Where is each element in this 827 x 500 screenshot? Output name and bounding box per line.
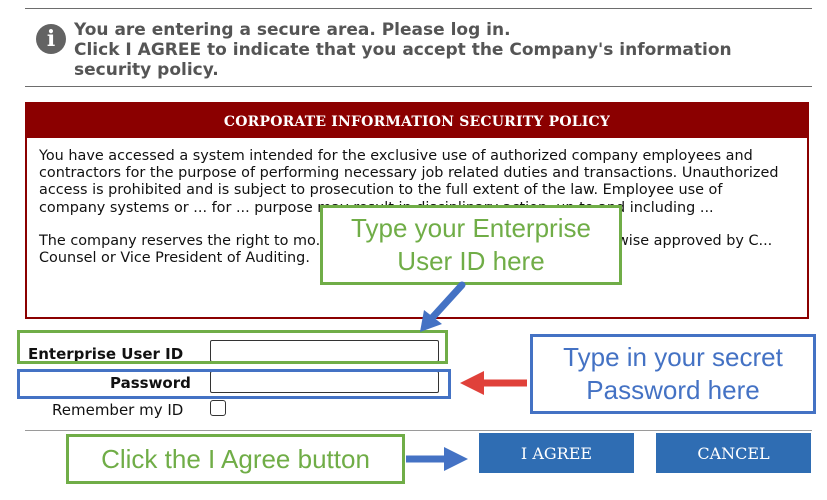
i-agree-button[interactable]: I AGREE [479,433,634,473]
password-label: Password [110,374,191,392]
policy-text: You have accessed a system intended for … [39,148,791,283]
info-icon: i [36,24,66,54]
password-callout-text: Type in your secret Password here [563,342,783,405]
policy-paragraph-1: You have accessed a system intended for … [39,148,779,216]
i-agree-arrow-icon [406,447,468,471]
notice-line-2: Click I AGREE to indicate that you accep… [74,40,732,80]
user-id-label: Enterprise User ID [28,345,184,363]
user-id-input[interactable] [210,340,439,362]
i-agree-callout: Click the I Agree button [66,434,405,484]
policy-title: CORPORATE INFORMATION SECURITY POLICY [27,104,807,138]
password-highlight-outline [17,369,451,399]
user-id-callout: Type your Enterprise User ID here [320,205,622,285]
top-divider [25,8,812,9]
i-agree-callout-text: Click the I Agree button [101,444,370,474]
user-id-callout-text: Type your Enterprise User ID here [351,213,591,276]
remember-my-id-checkbox[interactable] [210,400,226,416]
form-divider [25,430,812,431]
remember-my-id-label: Remember my ID [52,401,184,419]
cancel-button[interactable]: CANCEL [656,433,811,473]
notice-divider [25,86,812,87]
password-arrow-icon [460,371,527,395]
user-id-highlight-outline [17,330,448,364]
password-callout: Type in your secret Password here [530,334,816,414]
notice-text: You are entering a secure area. Please l… [74,20,814,80]
notice-line-1: You are entering a secure area. Please l… [74,20,511,40]
